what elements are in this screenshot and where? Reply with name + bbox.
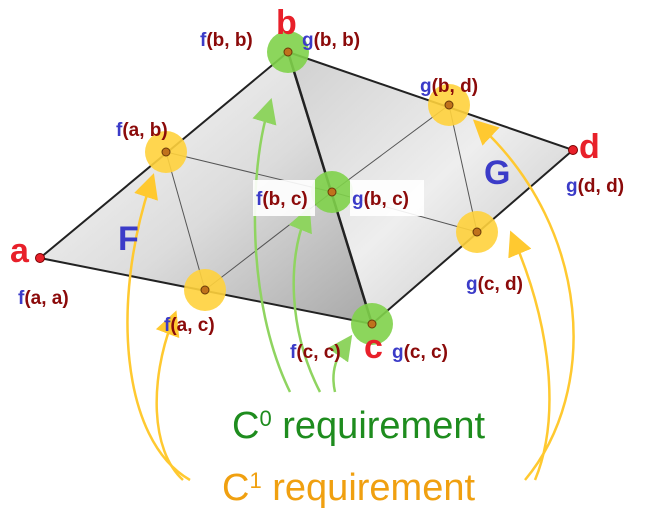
face-G-label: G: [484, 154, 510, 192]
arrow-c1-to-fac: [155, 310, 184, 481]
vertex-a-dot: [35, 253, 45, 263]
label-f-ac: f(a, c): [164, 315, 215, 336]
arrow-c1-to-gbd: [472, 119, 575, 481]
label-f-aa: f(a, a): [18, 288, 69, 309]
label-g-cc: g(c, c): [392, 342, 448, 363]
arrow-c0-to-bc: [288, 206, 322, 393]
label-f-ab: f(a, b): [116, 120, 168, 141]
arrow-c1-to-fab: [126, 173, 191, 482]
label-f-bc: f(b, c): [256, 189, 308, 210]
arrow-c0-to-bb: [252, 98, 292, 393]
label-g-dd: g(d, d): [566, 176, 624, 197]
vertex-a-label: a: [10, 232, 30, 270]
arrow-c0-to-cc: [327, 334, 353, 393]
label-g-cd: g(c, d): [466, 274, 523, 295]
label-f-cc: f(c, c): [290, 342, 341, 363]
vertex-d-dot: [568, 145, 578, 155]
label-g-bc: g(b, c): [352, 189, 409, 210]
vertex-d-label: d: [579, 128, 600, 166]
control-points: [161, 47, 482, 329]
c1-arrows: [126, 119, 575, 482]
label-g-bb: g(b, b): [302, 30, 360, 51]
label-f-bb: f(b, b): [200, 30, 253, 51]
label-g-bd: g(b, d): [420, 76, 478, 97]
c0-requirement-caption: C0 requirement: [232, 405, 485, 447]
face-F-label: F: [118, 220, 139, 258]
c0-arrows: [252, 98, 353, 393]
vertex-b-label: b: [276, 4, 297, 42]
vertex-c-label: c: [364, 328, 383, 366]
c1-requirement-caption: C1 requirement: [222, 467, 475, 509]
